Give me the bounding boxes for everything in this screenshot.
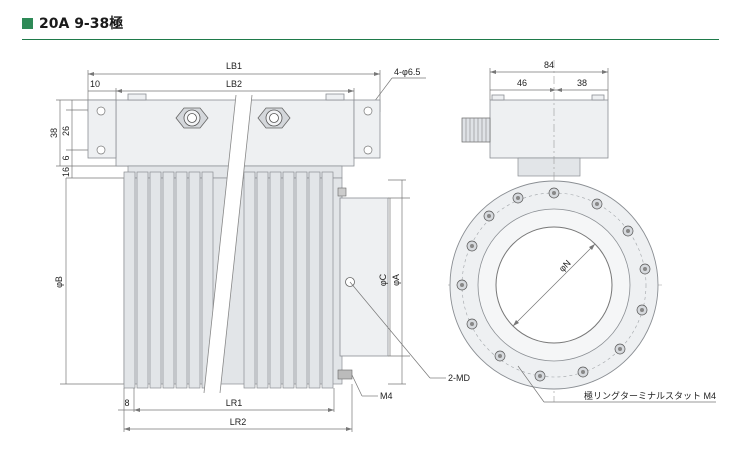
- dim-16-label: 16: [61, 167, 71, 177]
- dim-6-label: 6: [61, 155, 71, 160]
- cap-screw: [127, 93, 147, 101]
- mounting-hole-icon: [96, 106, 106, 116]
- terminal-stud-icon: [337, 187, 347, 197]
- md-callout-label: 2-MD: [448, 373, 470, 383]
- header-divider: [22, 39, 719, 40]
- section-title: 20A 9-38極: [39, 16, 124, 32]
- header-marker-icon: [22, 17, 33, 29]
- lr1-label: LR1: [226, 398, 243, 408]
- phi-b-label: φB: [54, 276, 64, 288]
- mounting-hole-icon: [363, 145, 373, 155]
- phi-n-dimension-line: [512, 243, 596, 327]
- dim-10-label: 10: [90, 79, 100, 89]
- dim-46-label: 46: [517, 78, 527, 88]
- mounting-holes-label: 4-φ6.5: [394, 67, 420, 77]
- air-port-right-icon: [257, 107, 291, 129]
- cap-screw: [491, 94, 505, 101]
- break-gap: [204, 95, 252, 393]
- front-view: 84 46 38: [448, 60, 716, 403]
- m4-stud-icon: [337, 369, 353, 380]
- lb2-label: LB2: [226, 79, 242, 89]
- lb1-label: LB1: [226, 61, 242, 71]
- cap-screw: [325, 93, 345, 101]
- rotor-flange: [339, 197, 389, 357]
- section-header: 20A 9-38極: [22, 12, 123, 34]
- dim-26-label: 26: [61, 126, 71, 136]
- air-connector-icon: [461, 117, 491, 143]
- front-base-neck: [517, 157, 581, 177]
- mounting-hole-icon: [363, 106, 373, 116]
- phi-c-label: φC: [378, 273, 388, 286]
- lr2-label: LR2: [230, 417, 247, 427]
- ring-terminal-studs: [456, 187, 651, 382]
- dim-84-label: 84: [544, 60, 554, 70]
- mounting-hole-icon: [96, 145, 106, 155]
- cooling-fins: [123, 171, 334, 389]
- dim-8-label: 8: [124, 398, 129, 408]
- air-port-left-icon: [175, 107, 209, 129]
- terminal-callout-label: 極リングターミナルスタット M4: [584, 390, 716, 401]
- m4-callout-label: M4: [380, 391, 393, 401]
- dim-38-label: 38: [49, 128, 59, 138]
- front-mounting-base: [489, 99, 609, 159]
- cap-screw: [591, 94, 605, 101]
- side-view: LB1 LB2 10 4-φ6.5 38 26 6 16 φB: [49, 61, 470, 432]
- phi-a-label: φA: [391, 274, 401, 286]
- dim-38-front-label: 38: [577, 78, 587, 88]
